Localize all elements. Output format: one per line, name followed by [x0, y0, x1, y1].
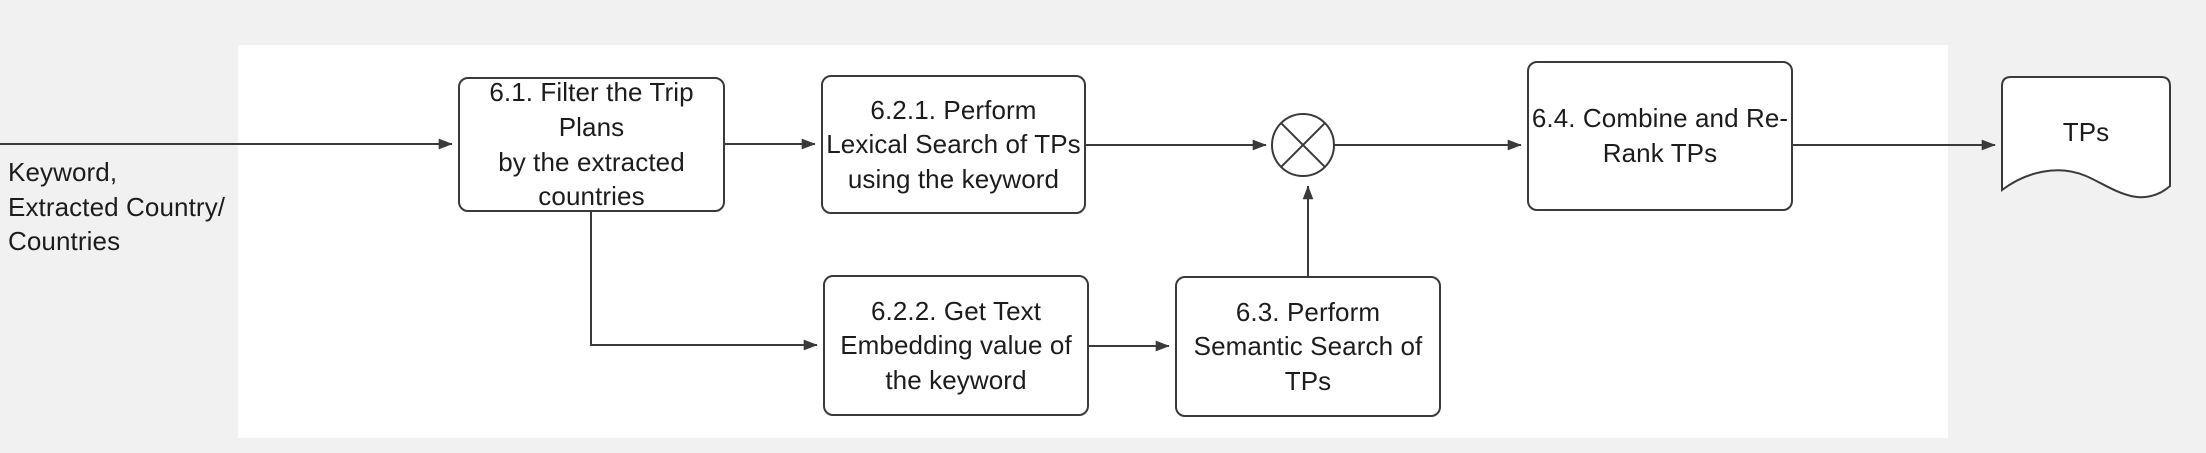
node-6-4-box[interactable]: [1527, 61, 1793, 211]
merge-gateway-node[interactable]: [1271, 113, 1335, 177]
gateway-cross-icon: [1280, 122, 1326, 168]
node-6-2-1-box[interactable]: [821, 75, 1086, 214]
input-data-label: Keyword, Extracted Country/ Countries: [8, 157, 226, 257]
node-6-1-box[interactable]: [458, 77, 725, 212]
edge-61-to-622: [590, 211, 818, 351]
node-6-2-2-box[interactable]: [823, 275, 1089, 416]
node-6-3-box[interactable]: [1175, 276, 1441, 417]
node-tps-document-shape[interactable]: [2001, 76, 2171, 199]
